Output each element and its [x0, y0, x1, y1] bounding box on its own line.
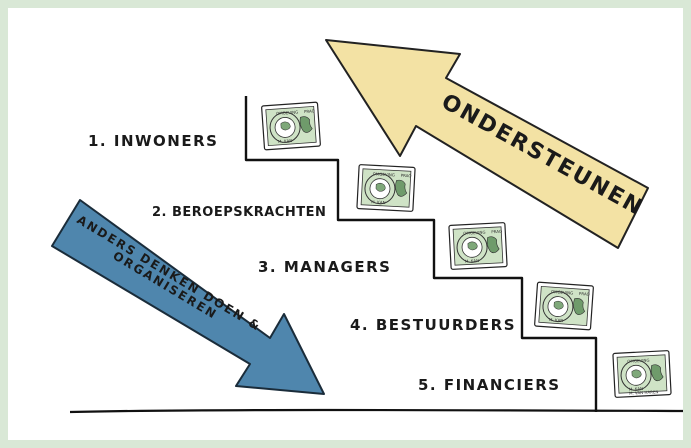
stamp-line1: M. KAN	[465, 258, 480, 264]
stamp-line1: M. KAN	[629, 386, 644, 392]
stamp-step-1: OMGEVING PRAO M. KAN	[260, 101, 322, 151]
step-label-4: 4. BESTUURDERS	[350, 316, 516, 334]
stamp-step-5: OMGEVING M. KAN M. VAN HAREN	[612, 349, 672, 399]
step-label-1: 1. INWONERS	[88, 132, 218, 150]
canvas-frame: OMGEVING PRAO M. KAN OMGEVING PRAO M. KA…	[8, 8, 683, 440]
step-label-2: 2. BEROEPSKRACHTEN	[152, 205, 326, 220]
stamp-corner: PRAO	[401, 173, 412, 179]
stamp-label: OMGEVING	[551, 289, 574, 296]
stamp-line1: M. KAN	[371, 199, 386, 205]
ground-line	[69, 408, 683, 414]
support-arrow: ONDERSTEUNEN	[325, 39, 649, 249]
stamp-label: OMGEVING	[463, 230, 485, 236]
stamp-step-2: OMGEVING PRAO M. KAN	[356, 163, 416, 213]
stamp-label: OMGEVING	[276, 109, 299, 116]
stamp-step-4: OMGEVING PRAO M. KAN	[533, 281, 595, 331]
stamp-corner: PRAO	[304, 108, 315, 114]
step-label-3: 3. MANAGERS	[258, 258, 391, 276]
stamp-step-3: OMGEVING PRAO M. KAN	[448, 221, 508, 271]
stamp-line2: M. VAN HAREN	[629, 389, 659, 396]
stamp-line1: M. KAN	[549, 317, 564, 323]
stamp-corner: PRAO	[579, 291, 590, 297]
stamp-line1: M. KAN	[278, 138, 293, 144]
staircase-diagram: OMGEVING PRAO M. KAN OMGEVING PRAO M. KA…	[51, 39, 683, 414]
stamp-label: OMGEVING	[373, 171, 395, 177]
stamp-corner: PRAO	[491, 229, 502, 235]
stamp-label: OMGEVING	[627, 358, 649, 364]
step-label-5: 5. FINANCIERS	[418, 376, 561, 394]
staircase-outline	[244, 96, 598, 412]
change-arrow: ANDERS DENKEN DOEN & ORGANISEREN	[51, 199, 325, 395]
